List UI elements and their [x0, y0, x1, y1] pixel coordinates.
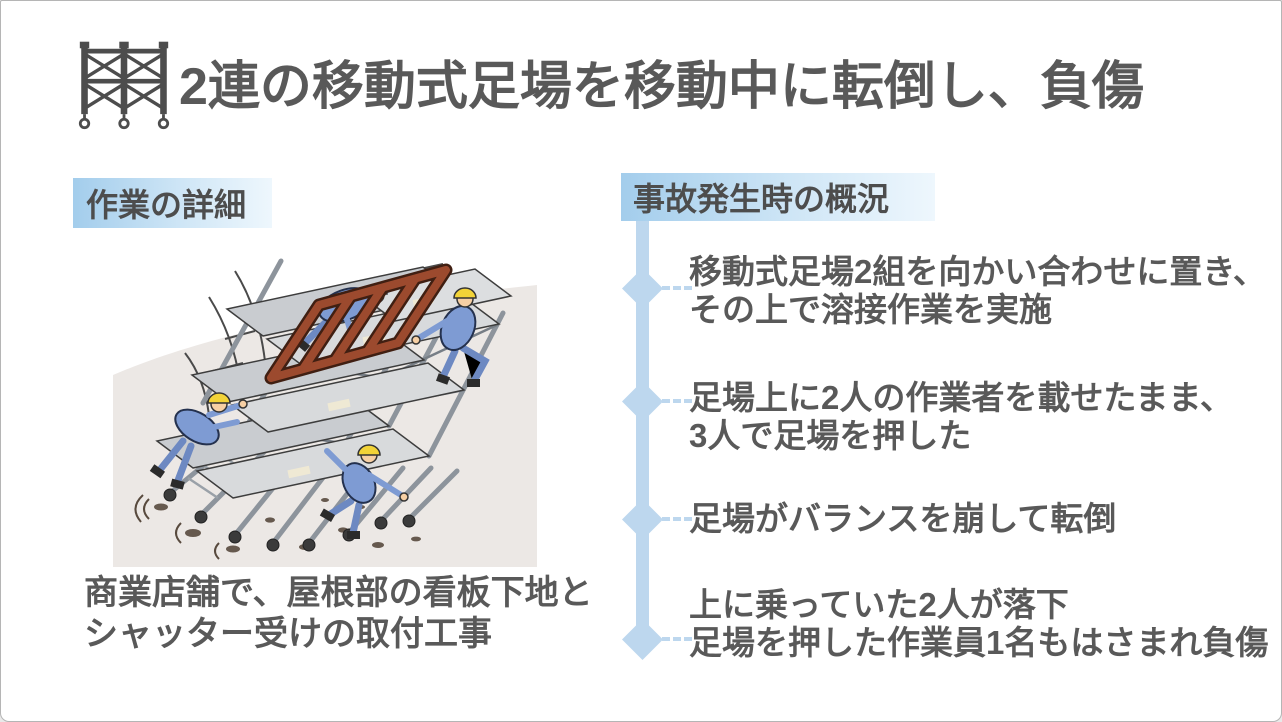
event-text-line: 3人で足場を押した	[689, 417, 972, 454]
section-label-accident-overview: 事故発生時の概況	[621, 173, 935, 221]
dirt-marks	[154, 498, 421, 553]
timeline-event: 足場上に2人の作業者を載せたまま、 3人で足場を押した	[689, 379, 1233, 455]
worker-falling	[319, 444, 409, 539]
section-label-work-detail: 作業の詳細	[73, 178, 272, 228]
timeline-diamond	[621, 267, 664, 310]
event-text-line: 移動式足場2組を向かい合わせに置き、	[689, 253, 1267, 290]
scaffold-accident-illustration	[113, 258, 537, 567]
caption-line: 商業店舗で、屋根部の看板下地と	[84, 574, 593, 612]
page-title: 2連の移動式足場を移動中に転倒し、負傷	[179, 58, 1144, 116]
rolling-scaffold-icon	[78, 41, 170, 130]
timeline-diamond	[621, 498, 664, 541]
event-text-line: 足場を押した作業員1名もはさまれ負傷	[689, 624, 1269, 661]
timeline-event: 上に乗っていた2人が落下 足場を押した作業員1名もはさまれ負傷	[689, 586, 1268, 662]
event-text-line: 足場がバランスを崩して転倒	[689, 500, 1117, 537]
timeline-dash-connector	[662, 637, 692, 641]
section-label-text: 事故発生時の概況	[633, 181, 890, 217]
worker-pushing	[149, 392, 248, 490]
timeline-diamond	[621, 380, 664, 423]
caption-line: シャッター受けの取付工事	[84, 615, 492, 653]
wheel-bounce-marks	[134, 494, 220, 560]
section-label-text: 作業の詳細	[86, 187, 247, 223]
event-text-line: 足場上に2人の作業者を載せたまま、	[689, 379, 1234, 416]
worker-holding-frame	[411, 287, 490, 387]
timeline-event: 移動式足場2組を向かい合わせに置き、 その上で溶接作業を実施	[689, 253, 1266, 329]
event-text-line: 上に乗っていた2人が落下	[689, 586, 1069, 623]
timeline-dash-connector	[662, 399, 692, 403]
timeline-dash-connector	[662, 517, 692, 521]
steel-frame	[264, 263, 453, 385]
work-detail-caption: 商業店舗で、屋根部の看板下地と シャッター受けの取付工事	[84, 573, 593, 655]
timeline-event: 足場がバランスを崩して転倒	[689, 500, 1116, 538]
timeline-dash-connector	[662, 286, 692, 290]
event-text-line: その上で溶接作業を実施	[689, 291, 1052, 328]
timeline-diamond	[621, 618, 664, 661]
